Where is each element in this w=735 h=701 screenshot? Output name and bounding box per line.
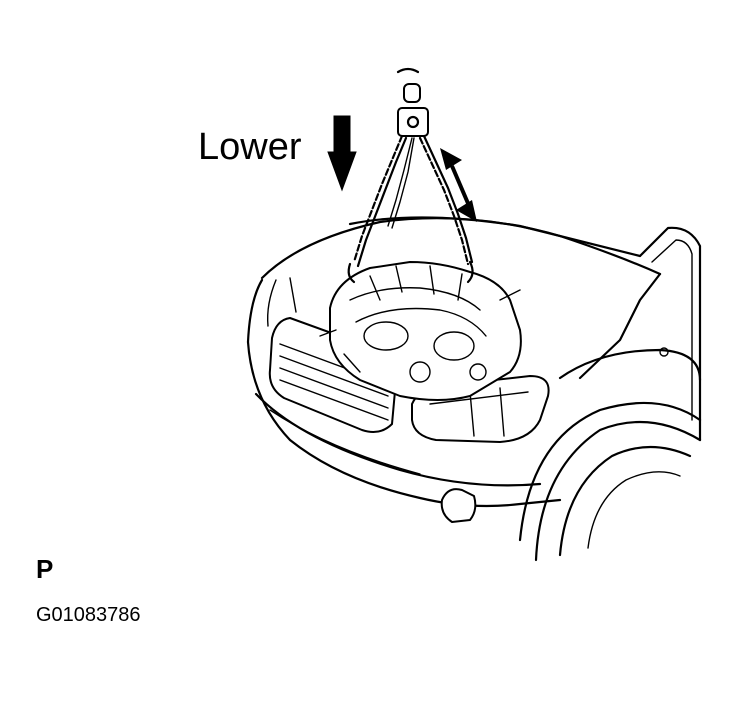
- engine-assembly: [319, 260, 522, 401]
- arrow-down-icon: [327, 115, 357, 192]
- double-headed-arrow-icon: [440, 148, 477, 222]
- vehicle-body: [246, 216, 702, 562]
- lower-label: Lower: [198, 126, 302, 168]
- chain-hoist-icon: [352, 67, 474, 268]
- section-letter: P: [36, 554, 54, 584]
- figure-code: G01083786: [36, 604, 141, 626]
